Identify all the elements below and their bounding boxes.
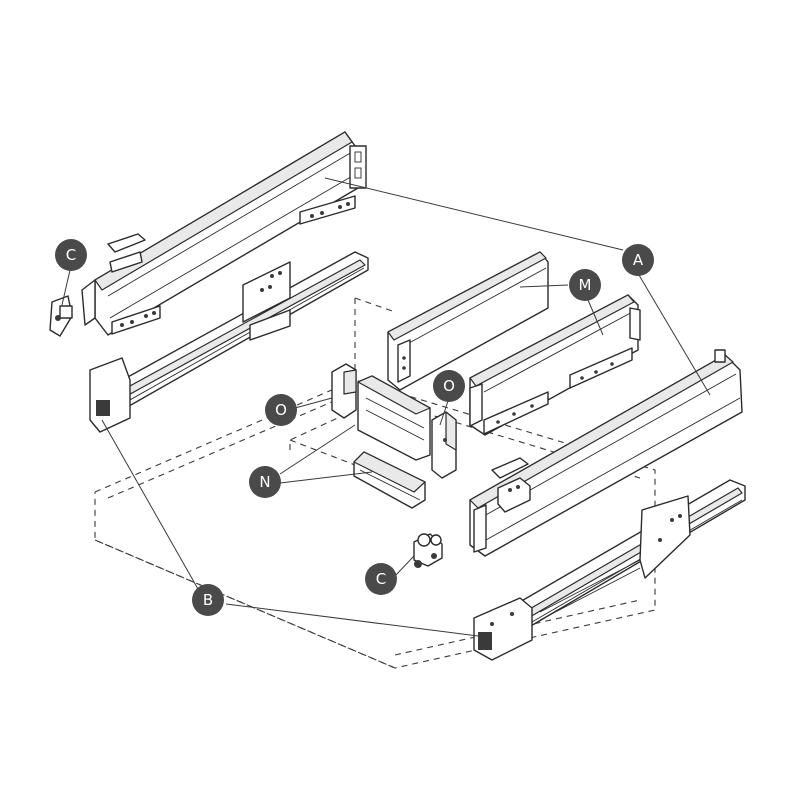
callout-a: A [622,244,654,276]
callout-c-left: C [55,239,87,271]
callout-c-center: C [365,563,397,595]
runner-right [473,479,746,661]
drawer-side-left [81,131,367,336]
callout-o-left-label: O [275,401,287,419]
drawer-side-right [469,349,743,557]
callout-o-left: O [265,394,297,426]
callout-o-right-label: O [443,377,455,395]
callout-c-left-label: C [66,246,76,264]
callout-o-right: O [433,370,465,402]
front-bracket-left [331,363,357,419]
front-bracket-right [431,411,457,479]
back-panel-1 [387,251,549,391]
runner-left [89,251,369,433]
callout-b: B [192,584,224,616]
front-fitting-lower [353,451,426,509]
front-connector-center [413,533,443,568]
front-connector-left [49,295,73,337]
callout-b-label: B [203,591,213,609]
side-cap-right [491,457,529,479]
callout-a-label: A [633,251,644,269]
callout-n-label: N [259,473,270,491]
leader-lines [61,177,711,637]
callout-n: N [249,466,281,498]
side-cap-left [107,233,146,253]
callout-c-center-label: C [376,570,386,588]
callout-m-label: M [579,276,592,294]
front-fitting-upper [357,375,431,461]
callout-m: M [569,269,601,301]
back-panel-2 [469,294,641,436]
